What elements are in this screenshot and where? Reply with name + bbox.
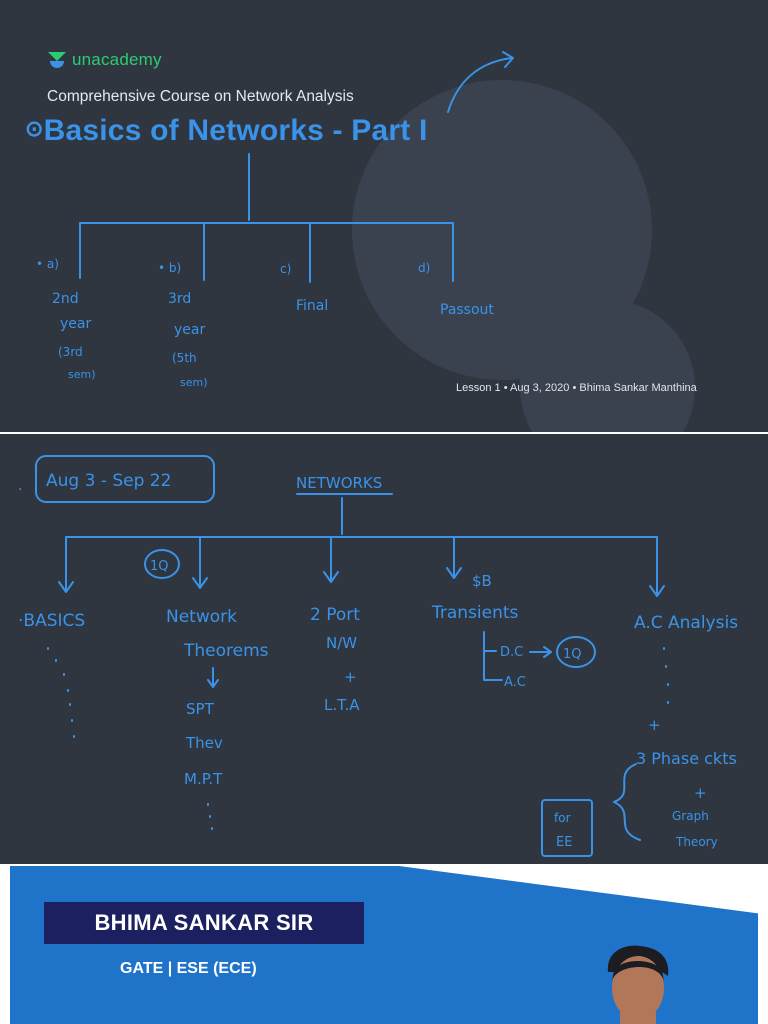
instructor-exams: GATE | ESE (ECE) [120, 960, 257, 977]
ee-label: EE [556, 835, 572, 850]
title-slide: unacademy Comprehensive Course on Networ… [0, 0, 768, 432]
topic-transients: Transients [431, 603, 519, 623]
label-b: • b) [158, 261, 181, 275]
subtopic-dc: D.C [500, 645, 523, 660]
meta-separator: • [572, 382, 577, 394]
a-text-line: (3rd [58, 345, 83, 359]
meta-separator: • [503, 382, 508, 394]
tag-circle [144, 549, 180, 579]
subtopic-spt: SPT [186, 700, 215, 718]
lesson-meta: Lesson 1 • Aug 3, 2020 • Bhima Sankar Ma… [456, 382, 697, 394]
topic-network-line1: Network [166, 607, 237, 627]
instructor-banner: BHIMA SANKAR SIR GATE | ESE (ECE) [0, 866, 768, 1024]
topic-two-port-line2: N/W [326, 634, 357, 652]
slide-title-text: Basics of Networks - Part I [43, 114, 428, 147]
arrow-head [446, 567, 462, 579]
topic-network-line2: Theorems [183, 641, 269, 661]
tag-circle [556, 636, 596, 668]
curly-brace [613, 763, 641, 841]
topic-ac-analysis: A.C Analysis [634, 613, 738, 633]
subtopic-thev: Thev [185, 734, 223, 752]
b-text-line: 3rd [168, 291, 191, 307]
date-box-outline [35, 455, 215, 503]
arrow-head [207, 679, 219, 688]
subtopic-mpt: M.P.T [184, 770, 223, 788]
slide2-annotations: . Aug 3 - Sep 22 NETWORKS ·BASICS 1Q Net… [18, 455, 738, 857]
topic-three-phase: 3 Phase ckts [636, 749, 737, 768]
continuation-dots [663, 647, 669, 704]
arrow-head [649, 585, 665, 597]
dc-tag: 1Q [563, 647, 582, 662]
slide-title: ⊙Basics of Networks - Part I [25, 114, 428, 148]
subtopic-ac: A.C [504, 675, 526, 690]
network-tag: 1Q [150, 559, 169, 574]
unacademy-logo: unacademy [47, 50, 162, 70]
arrow-head [323, 571, 339, 583]
b-text-line: sem) [180, 376, 208, 389]
whiteboard-slide: . Aug 3 - Sep 22 NETWORKS ·BASICS 1Q Net… [0, 434, 768, 864]
root-networks: NETWORKS [296, 474, 382, 492]
plus-sign: + [694, 784, 707, 802]
a-text-line: 2nd [52, 291, 79, 307]
continuation-dots [47, 647, 75, 738]
continuation-dots [207, 803, 213, 830]
topic-graph-line1: Graph [672, 809, 709, 823]
plus-sign: + [344, 668, 357, 686]
lesson-author: Bhima Sankar Manthina [579, 382, 697, 394]
course-title: Comprehensive Course on Network Analysis [47, 88, 354, 105]
a-text-line: sem) [68, 368, 96, 381]
brand-name: unacademy [72, 50, 162, 69]
label-c: c) [280, 262, 291, 276]
label-d: d) [418, 261, 430, 275]
topic-graph-line2: Theory [675, 835, 718, 849]
bullet-dot: . [18, 478, 22, 494]
arrow-head [58, 581, 74, 593]
slide1-annotations: • a) • b) c) d) 2nd year (3rd sem) 3rd y… [36, 51, 514, 389]
d-text-line: Passout [440, 302, 494, 318]
lesson-date: Aug 3, 2020 [510, 382, 570, 394]
annotation-arrow-head [502, 51, 514, 68]
lesson-number: Lesson 1 [456, 382, 501, 394]
label-a: • a) [36, 257, 59, 271]
background-circle-decoration [520, 300, 695, 432]
topic-basics: ·BASICS [18, 611, 85, 631]
title-bullet-icon: ⊙ [25, 116, 44, 141]
arrow-head [543, 646, 552, 658]
date-range: Aug 3 - Sep 22 [46, 471, 171, 491]
b-text-line: year [174, 322, 205, 338]
transients-tag: $B [472, 572, 492, 590]
instructor-name: BHIMA SANKAR SIR [44, 902, 364, 944]
unacademy-logo-icon [48, 52, 66, 68]
instructor-photo [607, 945, 669, 1024]
topic-two-port-line1: 2 Port [310, 605, 360, 625]
annotation-arrow-curve [447, 57, 513, 113]
for-label: for [554, 811, 571, 825]
plus-sign: + [648, 716, 661, 734]
for-ee-box [541, 799, 593, 857]
transients-bracket [483, 631, 503, 681]
arrow-head [192, 577, 208, 589]
topic-lta: L.T.A [324, 696, 360, 714]
b-text-line: (5th [172, 351, 197, 365]
a-text-line: year [60, 316, 91, 332]
c-text-line: Final [296, 298, 328, 314]
